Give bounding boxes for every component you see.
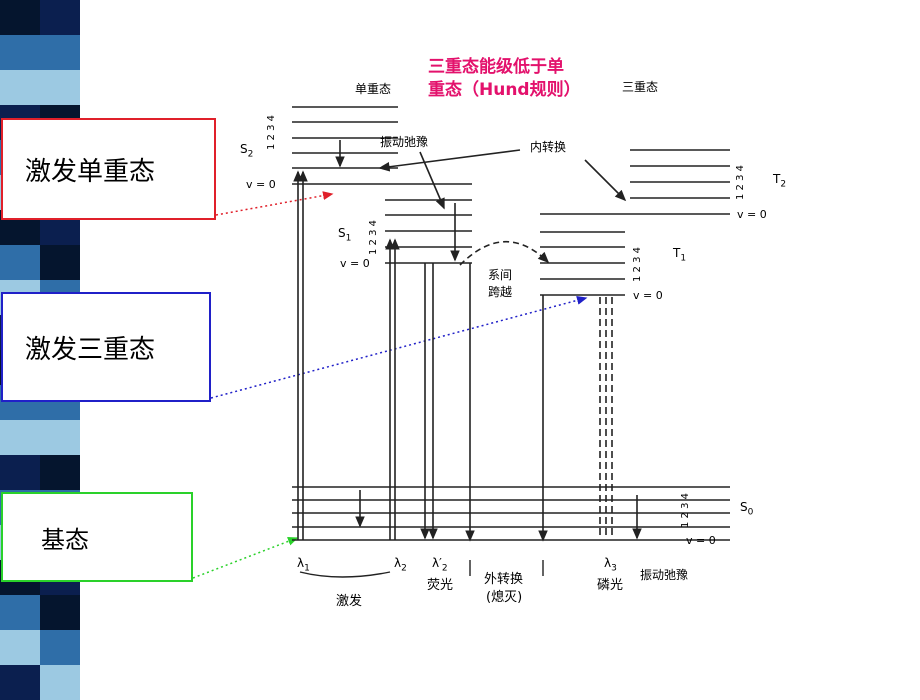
vib-relax-top-label: 振动弛豫: [380, 135, 429, 149]
S2-v0: v = 0: [246, 178, 276, 191]
T1-vib-levels: 1 2 3 4: [632, 247, 643, 282]
excited-singlet-label: 激发单重态: [25, 156, 156, 187]
lambda2-label: λ2: [394, 556, 407, 574]
T2-label: T2: [773, 172, 787, 190]
T2-v0: v = 0: [737, 208, 767, 221]
quenching-label: (熄灭): [486, 590, 523, 605]
S0-v0: v = 0: [686, 534, 716, 547]
S1-label: S1: [338, 226, 352, 244]
T2-vib-levels: 1 2 3 4: [735, 165, 746, 200]
hund-note-line1: 三重态能级低于单: [428, 57, 564, 77]
S1-vib-levels: 1 2 3 4: [368, 220, 379, 255]
T1-v0: v = 0: [633, 289, 663, 302]
fluorescence-label: 荧光: [427, 578, 454, 593]
excitation-label: 激发: [336, 594, 363, 609]
ground-state-callout: 基态: [1, 492, 193, 582]
lambda1-label: λ1: [297, 556, 310, 574]
singlet-header: 单重态: [355, 82, 392, 96]
lambda2p-label: λ′2: [432, 556, 448, 574]
hund-note-line2: 重态（Hund规则）: [428, 80, 581, 100]
ground-connector: [192, 537, 299, 579]
isc-label-2: 跨越: [488, 285, 513, 299]
S2-vib-levels: 1 2 3 4: [266, 115, 277, 150]
excited-triplet-callout: 激发三重态: [1, 292, 211, 402]
internal-conversion-label: 内转换: [530, 140, 567, 154]
isc-label-1: 系间: [488, 268, 513, 282]
triplet-header: 三重态: [622, 80, 659, 94]
ground-state-label: 基态: [41, 525, 89, 554]
excited-singlet-callout: 激发单重态: [1, 118, 216, 220]
lambda3-label: λ3: [604, 556, 617, 574]
S0-vib-levels: 1 2 3 4: [680, 493, 691, 528]
S1-v0: v = 0: [340, 257, 370, 270]
S2-label: S2: [240, 142, 254, 160]
vib-relax-bottom-label: 振动弛豫: [640, 568, 689, 582]
excited-triplet-label: 激发三重态: [25, 334, 156, 365]
S0-label: S0: [740, 500, 754, 518]
T1-label: T1: [673, 246, 687, 264]
phosphorescence-label: 磷光: [597, 578, 624, 593]
external-conversion-label: 外转换: [484, 572, 524, 587]
